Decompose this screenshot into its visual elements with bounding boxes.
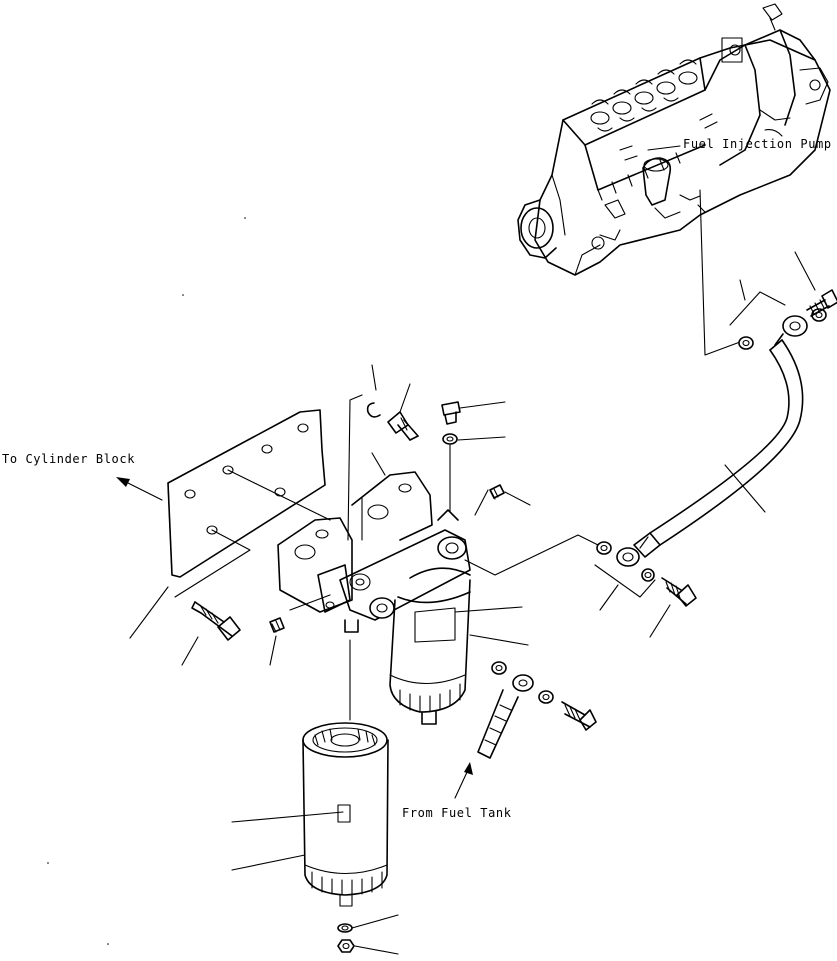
filter-head xyxy=(277,471,471,633)
fuel-injection-pump-label: Fuel Injection Pump xyxy=(683,137,832,151)
left-bolt-and-screw xyxy=(181,601,285,666)
from-fuel-tank-label: From Fuel Tank xyxy=(402,806,512,820)
hose-leader xyxy=(724,464,766,513)
hose-banjo-bolt xyxy=(649,577,697,638)
hose-bracket-pointer xyxy=(599,584,619,611)
inlet-hose xyxy=(454,661,597,799)
upper-banjo-parts xyxy=(729,251,837,350)
drain-parts xyxy=(337,914,399,955)
sedimenter-bowl xyxy=(389,567,529,725)
pump-connection-leader xyxy=(699,189,741,356)
head-to-hose-leader xyxy=(464,534,599,576)
fuel-filter-cartridge xyxy=(231,639,389,907)
top-small-parts xyxy=(347,364,531,541)
fuel-hose xyxy=(616,315,808,567)
hose-washer xyxy=(596,541,612,555)
to-cylinder-block-label: To Cylinder Block xyxy=(2,452,136,466)
mounting-plate xyxy=(116,409,331,639)
hose-bracket-leader xyxy=(594,564,656,598)
fuel-injection-pump xyxy=(517,3,831,276)
hose-washer-2 xyxy=(641,568,655,582)
pump-label-leader xyxy=(647,145,681,151)
